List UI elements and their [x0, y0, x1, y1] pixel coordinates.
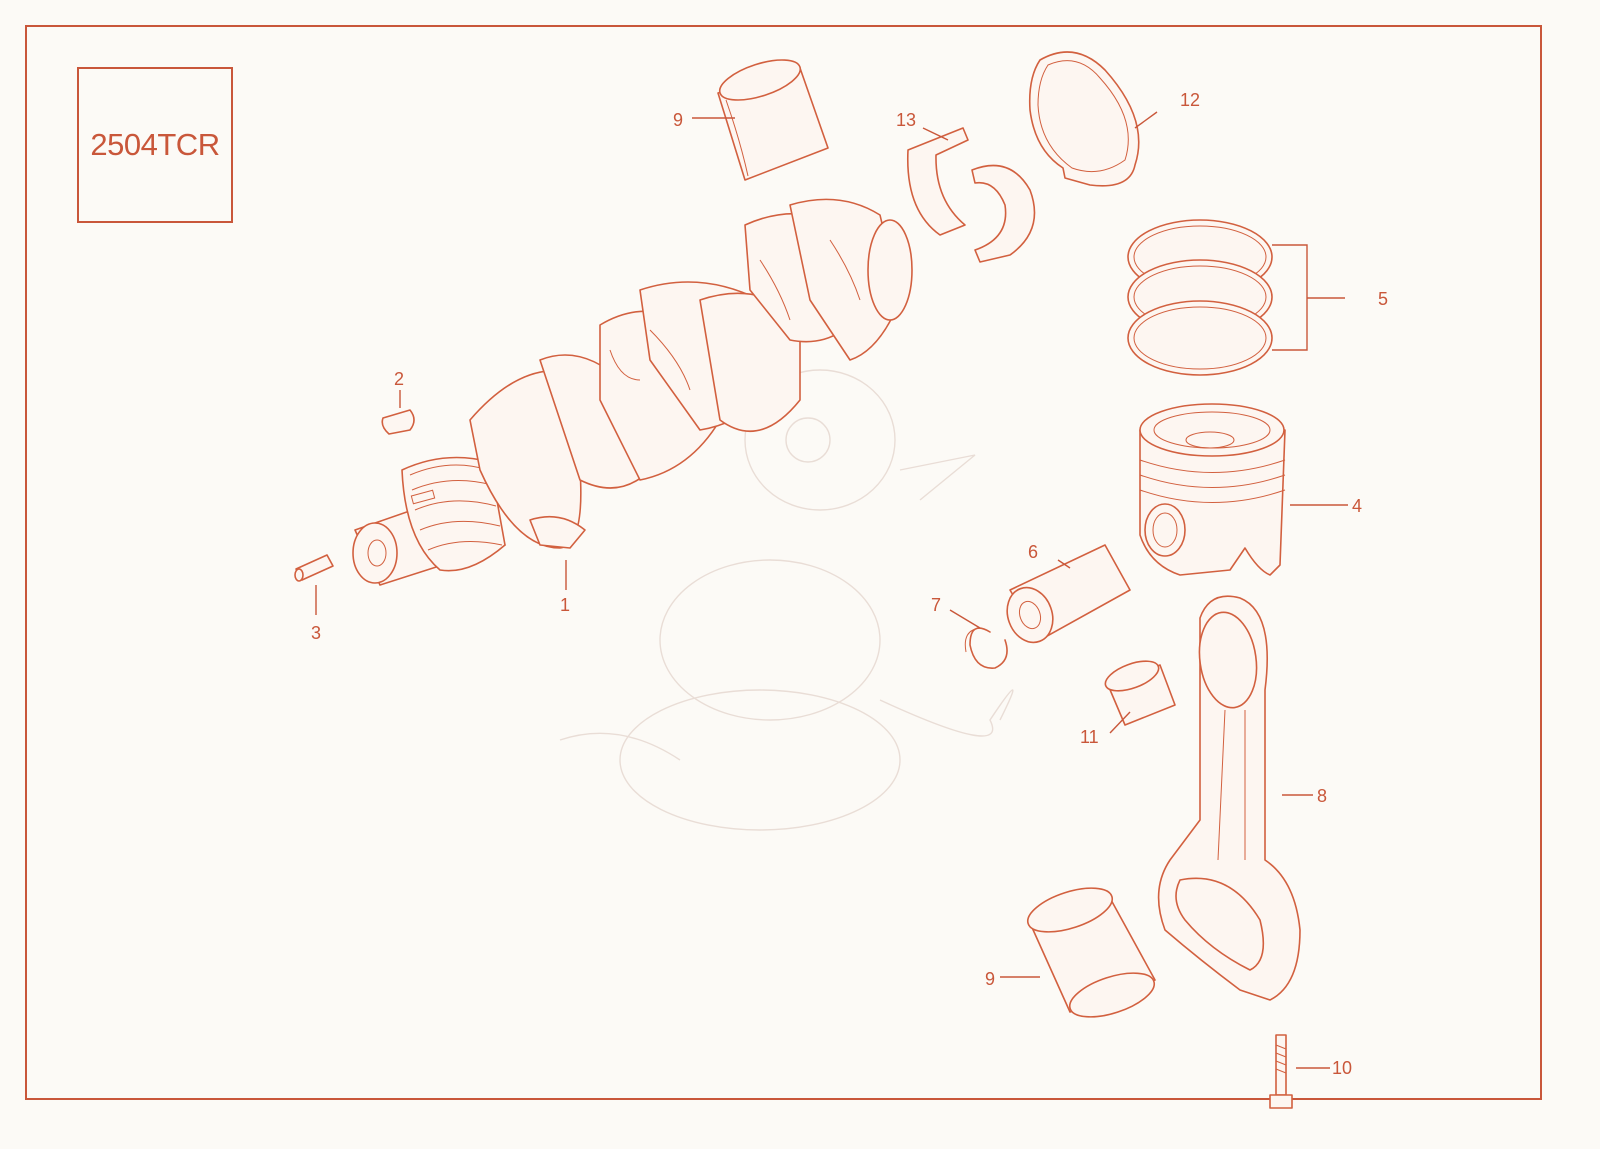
- callout-9-bottom: 9: [985, 969, 995, 989]
- callout-7: 7: [931, 595, 941, 615]
- piston-ring-set-part: [1127, 219, 1273, 376]
- connecting-rod-bolt-part: [1269, 1034, 1293, 1109]
- big-end-bearing-shell-part: [906, 127, 1036, 263]
- callout-6: 6: [1028, 542, 1038, 562]
- callout-9-top: 9: [673, 110, 683, 130]
- callout-11: 11: [1080, 727, 1099, 747]
- piston-ring-bracket: [1272, 244, 1345, 351]
- connecting-rod-part: [1157, 595, 1301, 1001]
- callout-12: 12: [1180, 90, 1200, 110]
- diagram-frame: [25, 25, 1542, 1100]
- callout-5: 5: [1378, 289, 1388, 309]
- watermark-dragon-icon: [559, 369, 1014, 831]
- callout-10: 10: [1332, 1058, 1352, 1078]
- woodruff-key-part: [381, 409, 415, 435]
- thrust-washer-part: [1028, 51, 1140, 187]
- callout-1: 1: [560, 595, 570, 615]
- piston-pin-part: [1006, 544, 1131, 644]
- callout-13: 13: [896, 110, 916, 130]
- main-bearing-shell-part-bottom: [1026, 887, 1156, 1018]
- callout-8: 8: [1317, 786, 1327, 806]
- dowel-pin-part: [294, 554, 334, 582]
- piston-part: [1139, 403, 1286, 576]
- callout-2: 2: [394, 369, 404, 389]
- leader-lines: [315, 111, 1348, 1069]
- small-end-bush-part: [1104, 660, 1176, 726]
- model-code-box: 2504TCR: [77, 67, 233, 223]
- callout-4: 4: [1352, 496, 1362, 516]
- callout-3: 3: [311, 623, 321, 643]
- main-bearing-shell-part-top: [717, 59, 829, 181]
- model-code: 2504TCR: [90, 127, 220, 162]
- callout-labels: 1 2 3 4 5 6 7 8 9 9 10 11 12 13: [311, 90, 1388, 1078]
- crankshaft-part: [352, 198, 913, 586]
- circlip-part: [964, 627, 1008, 669]
